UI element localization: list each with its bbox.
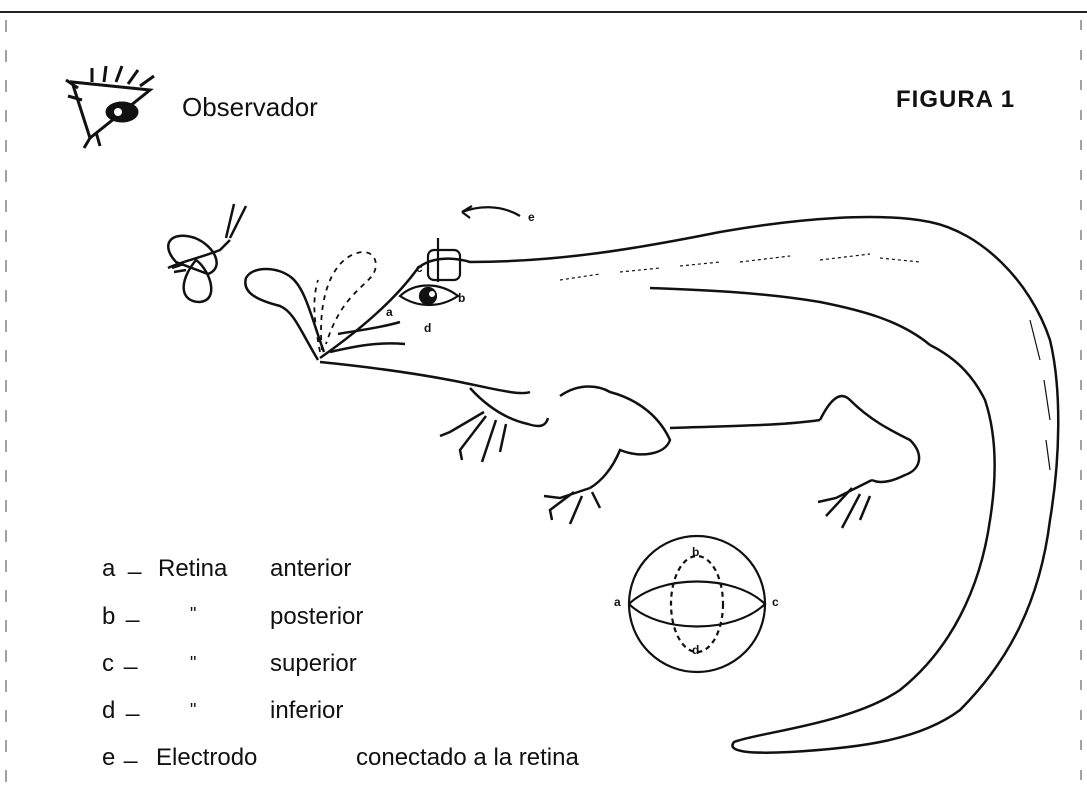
figure-title: FIGURA 1 <box>896 88 1015 112</box>
electrode-arrow <box>462 207 520 216</box>
legend-text: conectado a la retina <box>356 746 579 770</box>
observer-eye-icon <box>66 66 154 148</box>
legend-prefix: Electrodo <box>156 746 257 770</box>
legend-key: a <box>102 557 115 581</box>
legend-text: anterior <box>270 557 351 581</box>
eye-label-a: a <box>386 306 393 318</box>
lizard-eye <box>400 286 458 306</box>
electrode-arrow-label: e <box>528 211 535 223</box>
legend-key: b <box>102 605 115 629</box>
legend-prefix: " <box>190 654 196 672</box>
diagram-label-a: a <box>614 596 621 608</box>
lizard-tongue <box>245 252 376 360</box>
eye-label-c: c <box>416 262 423 274</box>
legend-key: d <box>102 699 115 723</box>
eye-label-d: d <box>424 322 431 334</box>
legend-sep: _ <box>126 692 139 716</box>
fly-icon <box>168 204 246 302</box>
diagram-label-c: c <box>772 596 779 608</box>
legend-prefix: " <box>190 605 196 623</box>
electrode <box>428 206 520 282</box>
diagram-label-d: d <box>692 644 699 656</box>
legend-text: superior <box>270 652 357 676</box>
legend-sep: _ <box>128 550 141 574</box>
legend-sep: _ <box>124 739 137 763</box>
legend-prefix: " <box>190 701 196 719</box>
legend-sep: _ <box>126 598 139 622</box>
legend-text: posterior <box>270 605 363 629</box>
legend-prefix: Retina <box>158 557 227 581</box>
observer-label: Observador <box>182 94 318 120</box>
legend-key: c <box>102 652 114 676</box>
legend-key: e <box>102 746 115 770</box>
legend-sep: _ <box>124 645 137 669</box>
eye-label-b: b <box>458 292 465 304</box>
legend-text: inferior <box>270 699 343 723</box>
diagram-label-b: b <box>692 546 699 558</box>
